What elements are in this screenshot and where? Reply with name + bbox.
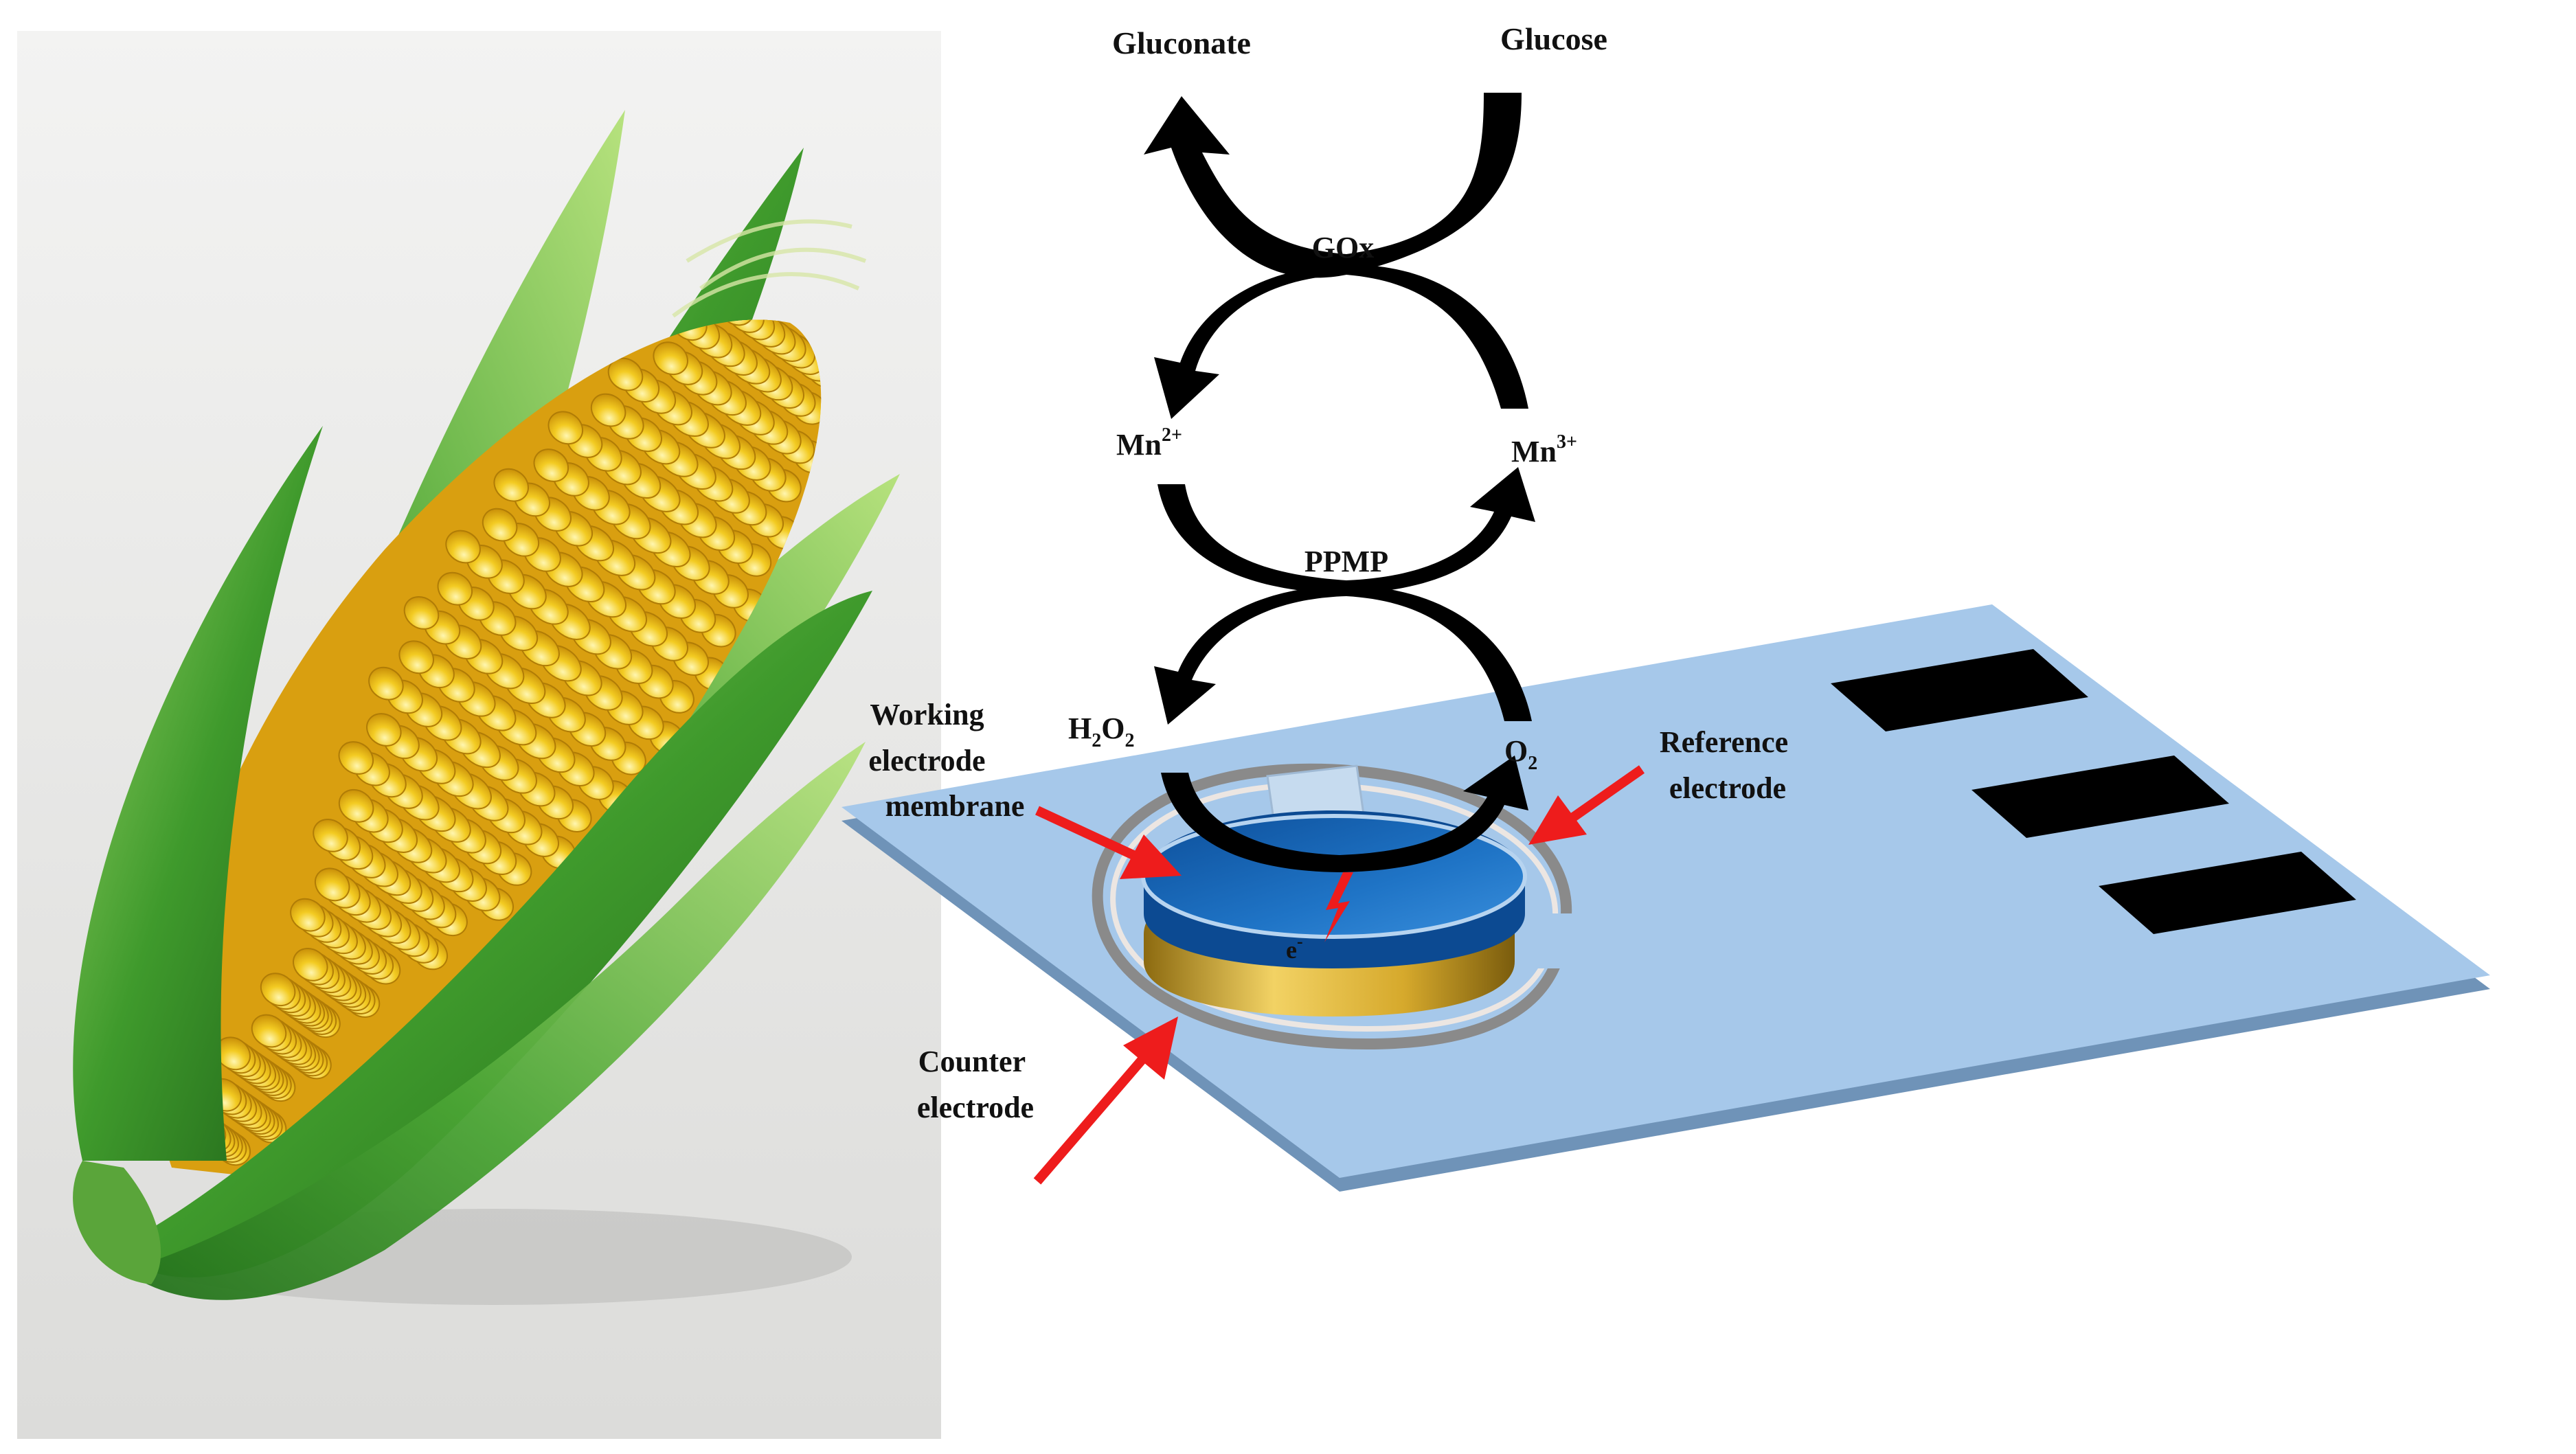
contact-pad bbox=[1971, 756, 2229, 838]
mn3-to-mn2-arrow bbox=[1154, 264, 1528, 419]
gluconate-label: Gluconate bbox=[1112, 25, 1251, 60]
electron-transfer-arrow bbox=[1324, 872, 1353, 942]
corn-kernel bbox=[403, 596, 440, 630]
contact-pad bbox=[2099, 852, 2356, 934]
husk-leaf bbox=[73, 426, 323, 1161]
h2o2-label: H2O2 bbox=[1068, 712, 1134, 751]
glucose-label: Glucose bbox=[1500, 21, 1607, 56]
corn-kernel bbox=[607, 357, 644, 391]
corn-kernel bbox=[482, 508, 518, 542]
corn-kernel bbox=[251, 1014, 287, 1048]
corn-kernel bbox=[493, 468, 529, 502]
corn-kernel bbox=[437, 571, 473, 606]
glucose-to-gluconate-arrow bbox=[1144, 93, 1522, 278]
o2-label: O2 bbox=[1504, 734, 1537, 774]
reference-electrode-label: Reference electrode bbox=[1660, 725, 1796, 805]
corn-kernel bbox=[260, 973, 296, 1007]
counter-electrode-label: Counter electrode bbox=[917, 1045, 1034, 1124]
sensor-strip-icon bbox=[841, 604, 2490, 1192]
corn-kernel bbox=[547, 411, 584, 445]
mn3-label: Mn3+ bbox=[1511, 431, 1577, 468]
h2o2-to-o2-arrow bbox=[1161, 756, 1528, 872]
corn-kernel bbox=[445, 530, 481, 564]
reference-electrode-ring bbox=[1092, 763, 1572, 1050]
o2-to-h2o2-arrow bbox=[1154, 585, 1532, 725]
reference-electrode-pointer-head bbox=[1528, 795, 1587, 845]
corn-kernel bbox=[368, 666, 404, 701]
corn-kernel bbox=[338, 788, 374, 823]
corn-stem bbox=[73, 1161, 161, 1284]
reaction-arrows bbox=[1144, 93, 1535, 942]
corn-kernel bbox=[653, 341, 688, 376]
strip-gap bbox=[1532, 913, 1587, 968]
corn-kernel bbox=[290, 898, 326, 932]
husk-leaf bbox=[110, 591, 872, 1277]
corn-kernel bbox=[313, 819, 348, 852]
corn-kernel bbox=[314, 867, 350, 902]
corn-kernel bbox=[366, 713, 402, 747]
reference-electrode-inner bbox=[1110, 782, 1559, 1032]
contact-pad bbox=[1831, 649, 2088, 731]
corn-kernel bbox=[338, 741, 374, 775]
corn-cob-icon bbox=[73, 110, 900, 1300]
husk-leaf bbox=[124, 742, 866, 1300]
corn-kernel bbox=[293, 948, 328, 981]
working-electrode-label: Working electrode membrane bbox=[868, 698, 1024, 823]
contact-pads bbox=[1831, 649, 2356, 934]
gox-label: GOx bbox=[1312, 231, 1374, 264]
corn-silk bbox=[672, 219, 867, 318]
reference-electrode-pointer bbox=[1570, 765, 1645, 821]
counter-electrode-pointer bbox=[1033, 1054, 1148, 1185]
corn-kernels bbox=[170, 319, 822, 1166]
corn-kernel bbox=[533, 448, 569, 482]
corn-kernel bbox=[398, 640, 434, 674]
working-electrode-pointer-head bbox=[1120, 834, 1182, 879]
ppmp-label: PPMP bbox=[1304, 545, 1388, 578]
corn-kernel bbox=[590, 393, 626, 427]
counter-electrode-pointer-head bbox=[1123, 1016, 1178, 1080]
mn2-to-mn3-arrow bbox=[1157, 467, 1535, 594]
reaction-labels: Gluconate Glucose GOx Mn2+ Mn3+ PPMP H2O… bbox=[1068, 21, 1607, 964]
electrode-labels: Working electrode membrane Reference ele… bbox=[868, 698, 1796, 1124]
working-electrode-pointer bbox=[1035, 806, 1136, 860]
pointer-arrows bbox=[1033, 765, 1645, 1185]
mn2-label: Mn2+ bbox=[1116, 424, 1182, 462]
electron-label: e- bbox=[1286, 931, 1303, 964]
corn-photo-panel bbox=[17, 31, 941, 1439]
